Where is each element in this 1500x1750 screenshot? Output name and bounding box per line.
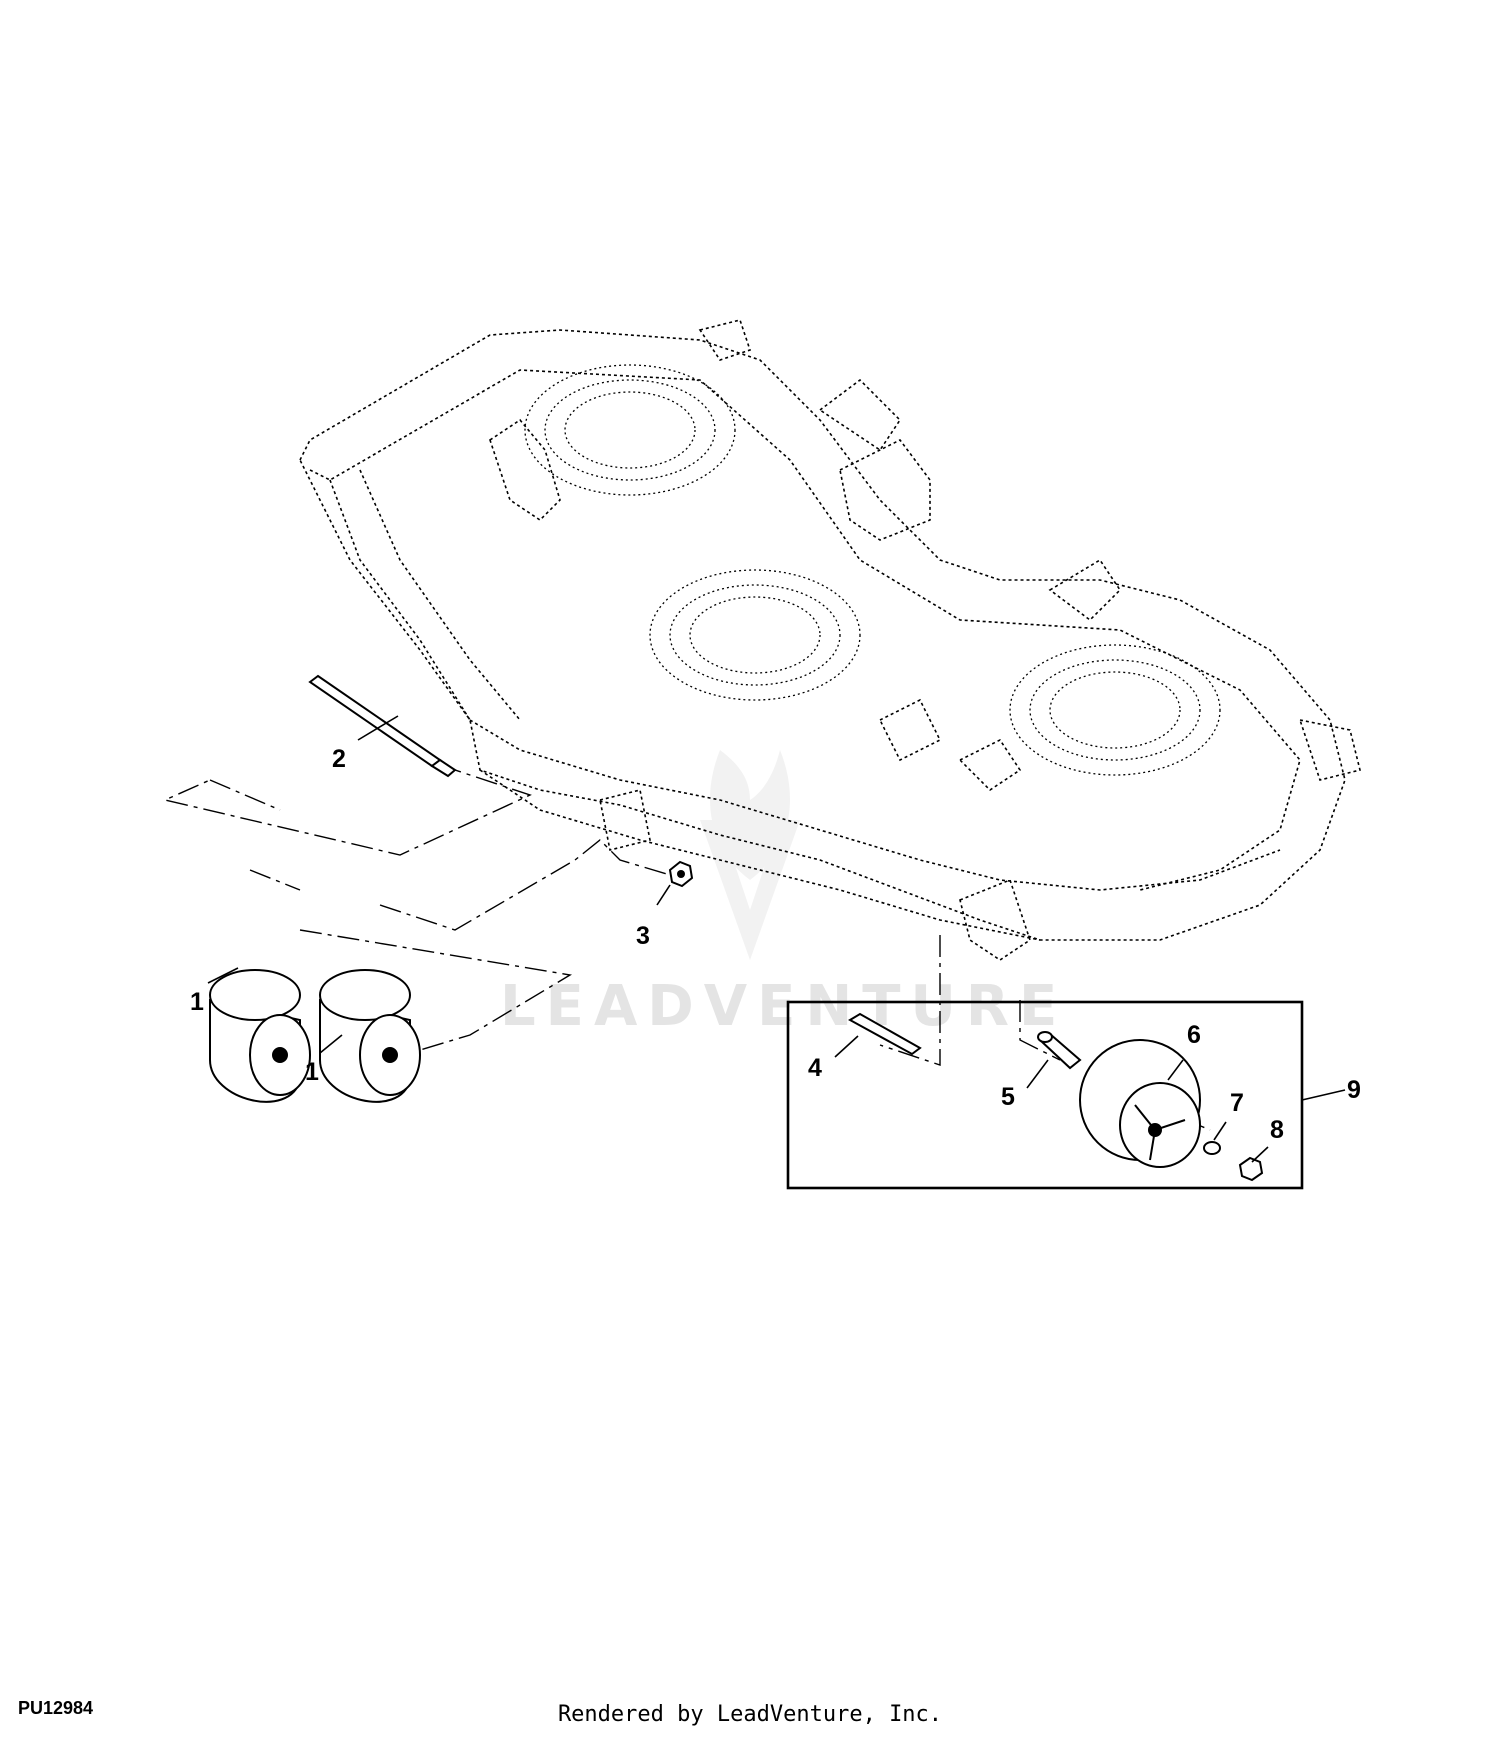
callout-4: 4 xyxy=(808,1054,822,1082)
callout-1a: 1 xyxy=(190,988,204,1016)
callout-7: 7 xyxy=(1230,1089,1244,1117)
render-credit-footer: Rendered by LeadVenture, Inc. xyxy=(557,1702,943,1727)
nut-part-3 xyxy=(668,860,694,888)
watermark-logo xyxy=(700,750,800,960)
bolt-part-4 xyxy=(847,1012,922,1056)
callout-2: 2 xyxy=(332,745,346,773)
roller-part-1b xyxy=(319,969,421,1103)
roller-part-1a xyxy=(209,969,311,1103)
callout-1b: 1 xyxy=(305,1058,319,1086)
nut-part-8 xyxy=(1238,1156,1264,1182)
callout-9: 9 xyxy=(1347,1076,1361,1104)
watermark-text: LEADVENTURE xyxy=(500,974,1067,1039)
figure-id: PU12984 xyxy=(18,1698,94,1718)
mower-deck-outline xyxy=(299,319,1361,961)
wheel-part-6 xyxy=(1079,1039,1201,1168)
rod-part-2 xyxy=(308,674,457,778)
callout-8: 8 xyxy=(1270,1116,1284,1144)
leader-lines xyxy=(207,715,1346,1163)
spacer-part-5 xyxy=(1037,1031,1082,1070)
assembly-box-9 xyxy=(786,1000,1304,1190)
callout-6: 6 xyxy=(1187,1021,1201,1049)
assembly-lines xyxy=(162,764,1211,1131)
callout-3: 3 xyxy=(636,922,650,950)
callout-5: 5 xyxy=(1001,1083,1015,1111)
washer-part-7 xyxy=(1203,1141,1221,1155)
